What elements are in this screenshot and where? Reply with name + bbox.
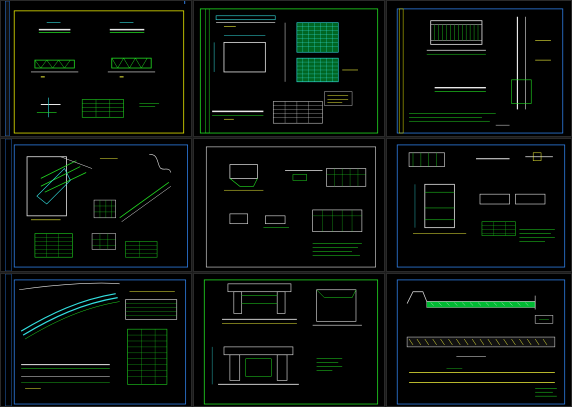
sheet-9-drawing bbox=[396, 279, 566, 405]
drawing-sheet-5[interactable] bbox=[193, 138, 385, 272]
sheet-3-drawing bbox=[396, 8, 564, 134]
drawing-sheet-8[interactable] bbox=[193, 273, 385, 407]
drawing-sheet-9[interactable] bbox=[386, 273, 572, 407]
sheet-7-drawing bbox=[5, 274, 187, 406]
sheet-1-drawing bbox=[5, 1, 186, 136]
drawing-sheet-2[interactable] bbox=[193, 0, 385, 137]
sheet-5-drawing bbox=[205, 146, 376, 268]
drawing-sheet-1[interactable] bbox=[0, 0, 192, 137]
drawing-sheet-3[interactable] bbox=[386, 0, 572, 137]
drawing-sheet-4[interactable] bbox=[0, 138, 192, 272]
sheet-8-drawing bbox=[203, 279, 379, 405]
sheet-4-drawing bbox=[5, 139, 189, 271]
drawing-sheet-7[interactable] bbox=[0, 273, 192, 407]
drawing-sheet-6[interactable] bbox=[386, 138, 572, 272]
sheet-6-drawing bbox=[396, 144, 566, 268]
sheet-2-drawing bbox=[199, 8, 379, 134]
